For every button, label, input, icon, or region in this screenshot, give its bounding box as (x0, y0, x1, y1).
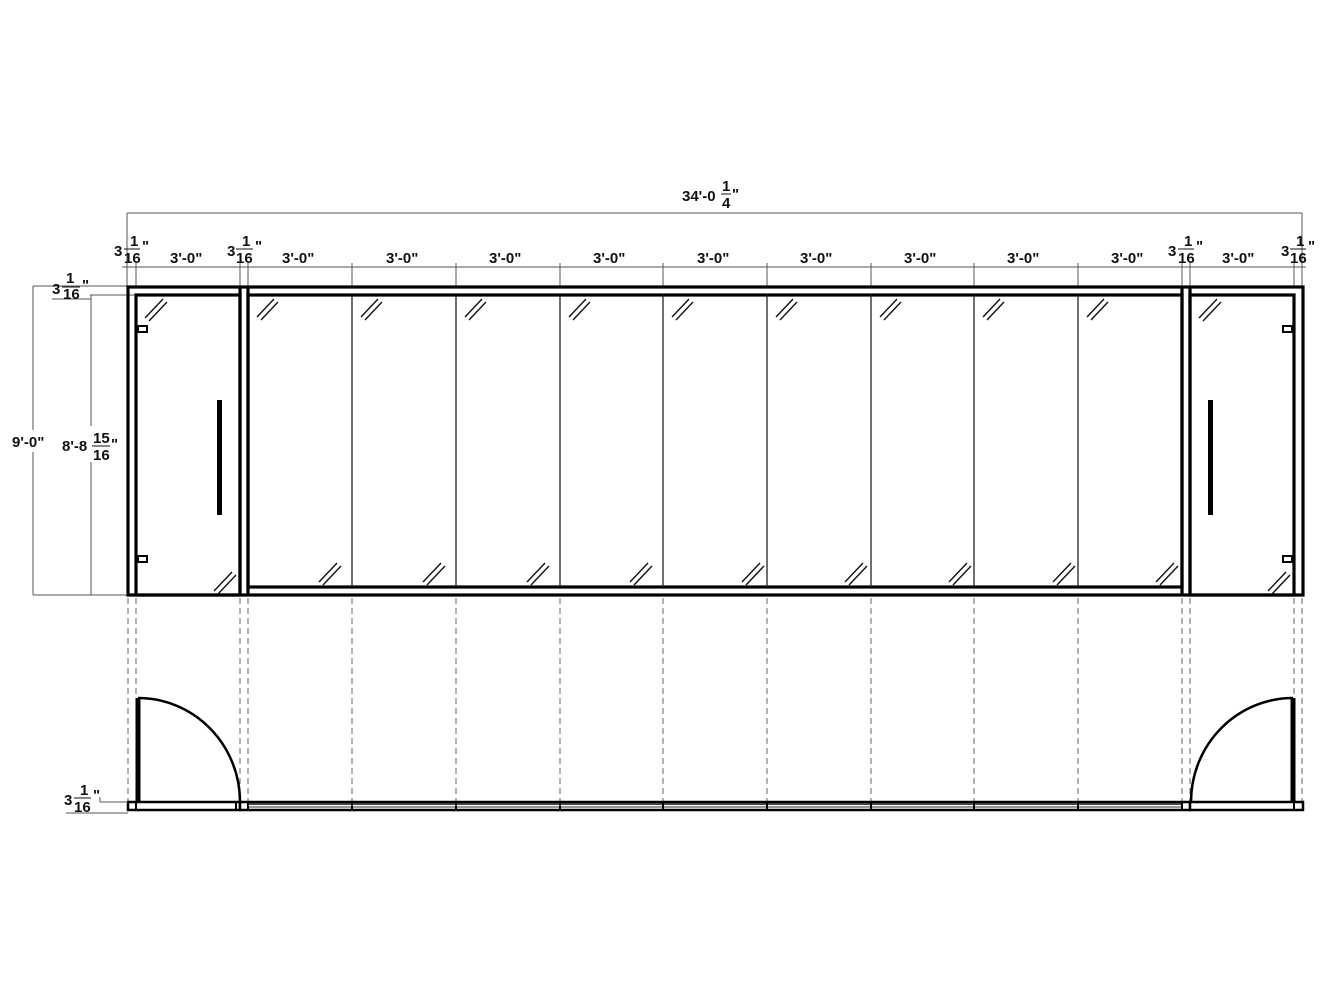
panel-glass-markings (256, 298, 1179, 586)
fixed-glass-frame (246, 293, 1184, 589)
dim-panel-3: 3'-0" (489, 250, 521, 267)
dim-panel-2: 3'-0" (386, 250, 418, 267)
svg-text:3: 3 (114, 243, 122, 260)
right-hinge-bottom (1282, 555, 1293, 563)
right-door-handle (1208, 400, 1213, 515)
svg-text:16: 16 (1178, 250, 1195, 267)
left-door-handle (217, 400, 222, 515)
left-door-leaf (134, 293, 242, 597)
dim-door-left: 3'-0" (170, 250, 202, 267)
svg-text:1: 1 (1296, 233, 1304, 250)
svg-text:15: 15 (93, 430, 110, 447)
dim-panel-7: 3'-0" (904, 250, 936, 267)
svg-text:": " (142, 238, 149, 255)
dim-panel-9: 3'-0" (1111, 250, 1143, 267)
svg-text:3: 3 (227, 243, 235, 260)
left-hinge-bottom (137, 555, 148, 563)
right-hinge-top (1282, 325, 1293, 333)
svg-text:3: 3 (1281, 243, 1289, 260)
svg-text:1: 1 (66, 270, 74, 287)
overall-height-label: 9'-0" (12, 434, 44, 451)
height-dimensions: 3 1 16 " 9'-0" 8'-8 15 16 " (10, 270, 136, 596)
dim-panel-5: 3'-0" (697, 250, 729, 267)
svg-text:": " (1196, 238, 1203, 255)
svg-text:4: 4 (722, 195, 731, 212)
segment-dimensions: 3 1 16 " 3'-0" 3 1 16 " 3'-0" 3'-0" 3'-0… (114, 233, 1315, 286)
svg-text:16: 16 (236, 250, 253, 267)
svg-text:3: 3 (64, 792, 72, 809)
svg-text:16: 16 (74, 799, 91, 816)
dim-panel-8: 3'-0" (1007, 250, 1039, 267)
dim-frame-right-2: 3 1 16 " (1281, 233, 1315, 267)
svg-text:16: 16 (1290, 250, 1307, 267)
svg-text:16: 16 (63, 286, 80, 303)
projection-lines (127, 598, 1303, 802)
left-door-threshold (126, 800, 242, 812)
svg-text:1: 1 (130, 233, 138, 250)
plan-view: 3 1 16 " (64, 696, 1305, 816)
glass-markings (144, 298, 1291, 595)
left-hinge-top (137, 325, 148, 333)
overall-width-dimension: 34'-0 1 4 " (126, 178, 1303, 286)
svg-text:1: 1 (1184, 233, 1192, 250)
svg-text:3: 3 (52, 281, 60, 298)
right-door-threshold (1188, 800, 1305, 812)
dim-frame-left-2: 3 1 16 " (227, 233, 262, 267)
svg-text:1: 1 (242, 233, 250, 250)
svg-text:": " (82, 277, 89, 294)
dim-frame-left: 3 1 16 " (114, 233, 149, 267)
svg-text:3: 3 (1168, 243, 1176, 260)
right-door-swing-arc (1189, 696, 1294, 803)
svg-text:": " (255, 238, 262, 255)
svg-text:1: 1 (722, 178, 730, 195)
plan-depth-dimension: 3 1 16 " (64, 782, 128, 816)
svg-text:16: 16 (124, 250, 141, 267)
dim-panel-1: 3'-0" (282, 250, 314, 267)
dim-frame-right: 3 1 16 " (1168, 233, 1203, 267)
dim-door-right: 3'-0" (1222, 250, 1254, 267)
svg-text:": " (732, 186, 739, 203)
svg-text:8'-8: 8'-8 (62, 438, 87, 455)
dim-panel-4: 3'-0" (593, 250, 625, 267)
elevation-view (126, 285, 1305, 597)
dim-panel-6: 3'-0" (800, 250, 832, 267)
overall-width-label: 34'-0 (682, 188, 716, 205)
svg-text:": " (111, 436, 118, 453)
right-door-leaf (1188, 293, 1296, 597)
svg-text:": " (93, 787, 100, 804)
dim-top-frame: 3 1 16 " (52, 270, 89, 303)
svg-text:1: 1 (80, 782, 88, 799)
dim-door-height: 8'-8 15 16 " (62, 430, 118, 464)
left-door-swing-arc (137, 696, 242, 803)
svg-text:": " (1308, 238, 1315, 255)
svg-text:16: 16 (93, 447, 110, 464)
